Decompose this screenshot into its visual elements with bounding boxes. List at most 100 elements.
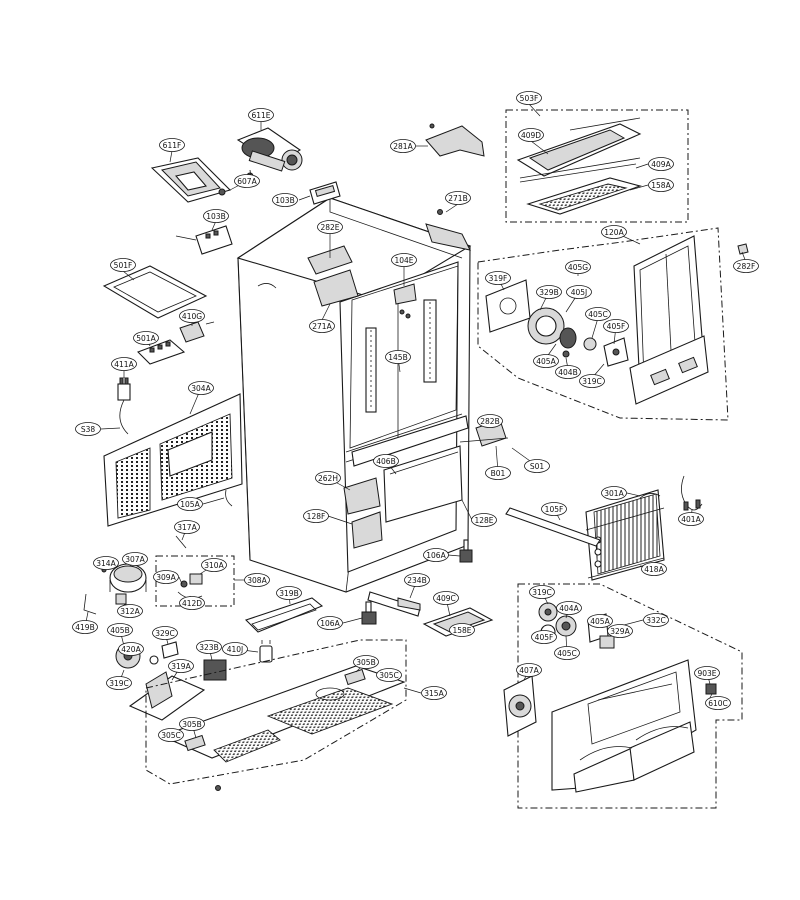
callout-label: 282B [480, 417, 499, 426]
callout-bubble [373, 454, 399, 468]
callout-label: 903E [697, 669, 716, 678]
callout-bubble [641, 562, 667, 576]
heater-418A [587, 557, 665, 579]
callout-405f: 405F [603, 319, 629, 333]
callout-label: 319C [109, 679, 129, 688]
callout-label: 103B [206, 212, 225, 221]
callout-611f: 611F [159, 138, 185, 152]
screw-271B [437, 209, 443, 215]
holder-234B [367, 591, 421, 617]
callout-407a: 407A [516, 663, 542, 677]
callout-bubble [376, 668, 402, 682]
callout-405g: 405G [565, 260, 591, 274]
callout-104e: 104E [391, 253, 417, 267]
callout-label: 329C [155, 629, 175, 638]
callout-282f: 282F [733, 259, 759, 273]
callout-308a: 308A [244, 573, 270, 587]
callout-158a: 158A [648, 178, 674, 192]
callout-501a: 501A [133, 331, 159, 345]
callout-bubble [272, 193, 298, 207]
bracket-319A [128, 671, 206, 721]
callout-281a: 281A [390, 139, 416, 153]
callout-405b: 405B [107, 623, 133, 637]
callout-bubble [531, 630, 557, 644]
callout-label: 315A [424, 689, 444, 698]
callout-323b: 323B [196, 640, 222, 654]
callout-bubble [106, 676, 132, 690]
callout-label: 314A [96, 559, 116, 568]
callout-bubble [152, 626, 178, 640]
callout-label: 319C [582, 377, 602, 386]
callout-bubble [694, 666, 720, 680]
cord-411A [117, 377, 131, 435]
callout-bubble [643, 613, 669, 627]
callout-319c_2: 319C [529, 585, 555, 599]
callout-319a: 319A [168, 659, 194, 673]
callout-271a: 271A [309, 319, 335, 333]
callout-309a: 309A [153, 570, 179, 584]
callout-label: 610C [708, 699, 728, 708]
callout-bubble [485, 466, 511, 480]
callout-label: 406B [376, 457, 395, 466]
callout-label: S38 [81, 425, 96, 434]
leg-106A [459, 539, 473, 563]
part-903E [705, 683, 717, 695]
callout-307a: 307A [122, 552, 148, 566]
callout-bubble [423, 548, 449, 562]
grommet-404B [562, 350, 570, 358]
part-103B-left [175, 225, 233, 255]
part-329C [161, 641, 179, 659]
callout-105f: 105F [541, 502, 567, 516]
callout-234b: 234B [404, 573, 430, 587]
callout-label: 412D [182, 599, 202, 608]
callout-bubble [117, 604, 143, 618]
callout-bubble [93, 556, 119, 570]
callout-bubble [391, 253, 417, 267]
callout-bubble [516, 91, 542, 105]
callout-s38: S38 [75, 422, 101, 436]
callout-label: 404A [559, 604, 579, 613]
callout-bubble [390, 139, 416, 153]
callout-401a: 401A [678, 512, 704, 526]
callout-bubble [177, 497, 203, 511]
plate-501F [102, 265, 208, 319]
part-317A [175, 535, 187, 549]
callout-bubble [585, 307, 611, 321]
callout-405c: 405C [585, 307, 611, 321]
callout-bubble [601, 225, 627, 239]
part-103B-top [309, 181, 341, 205]
callout-label: 128E [474, 516, 493, 525]
callout-label: 405C [588, 310, 608, 319]
heater-409A [519, 157, 641, 183]
callout-label: 405A [536, 357, 556, 366]
callout-bubble [222, 642, 248, 656]
callout-315a: 315A [421, 686, 447, 700]
callout-406b: 406B [373, 454, 399, 468]
callout-120a: 120A [601, 225, 627, 239]
callout-332c: 332C [643, 613, 669, 627]
callout-329a: 329A [607, 624, 633, 638]
callout-label: 319B [279, 589, 298, 598]
callout-317a: 317A [174, 520, 200, 534]
callout-bubble [75, 422, 101, 436]
callout-label: 282F [737, 262, 756, 271]
evaporator-301A [585, 489, 665, 581]
callout-label: 409D [521, 131, 541, 140]
callout-bubble [477, 414, 503, 428]
callout-404b: 404B [555, 365, 581, 379]
callout-label: 407A [519, 666, 539, 675]
callout-label: 281A [393, 142, 413, 151]
callout-bubble [248, 108, 274, 122]
callout-bubble [648, 157, 674, 171]
callout-103b_2: 103B [203, 209, 229, 223]
callout-bubble [159, 138, 185, 152]
callout-bubble [566, 285, 592, 299]
callout-label: 317A [177, 523, 197, 532]
heater-323B [203, 659, 227, 681]
callout-bubble [449, 623, 475, 637]
callout-label: 418A [644, 565, 664, 574]
callout-label: 501F [114, 261, 133, 270]
callout-bubble [168, 659, 194, 673]
duct-cover-611F [150, 157, 232, 203]
callout-b01: B01 [485, 466, 511, 480]
